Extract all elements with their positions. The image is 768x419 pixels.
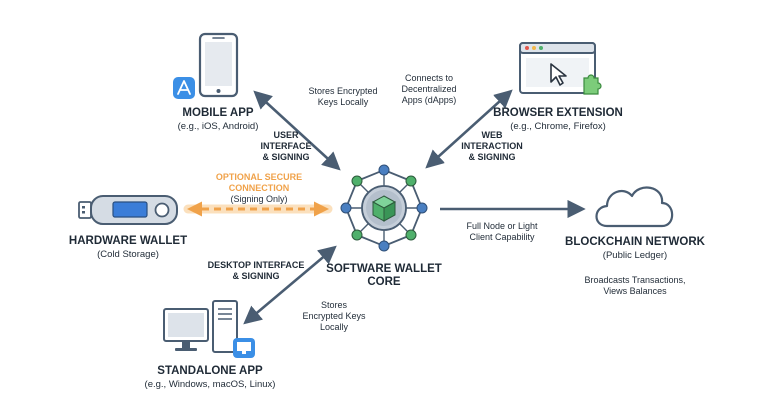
hardware-edge-label-line3: (Signing Only) <box>230 194 287 204</box>
standalone-edge-note-line3: Locally <box>320 322 349 332</box>
blockchain-note-line1: Broadcasts Transactions, <box>584 275 685 285</box>
usb-hardware-wallet-icon <box>78 195 178 225</box>
browser-edge-label-line3: & SIGNING <box>468 152 515 162</box>
browser-edge-label-line2: INTERACTION <box>461 141 523 151</box>
browser-edge-note-line1: Connects to <box>405 73 453 83</box>
browser-edge-label-line1: WEB <box>482 130 503 140</box>
monitor-badge-icon <box>233 338 255 358</box>
edge-standalone-core <box>243 245 337 325</box>
edge-browser-core <box>425 89 513 169</box>
standalone-edge-note-line2: Encrypted Keys <box>302 311 366 321</box>
mobile-app-title: MOBILE APP <box>182 107 253 119</box>
blockchain-note-line2: Views Balances <box>603 286 667 296</box>
hardware-edge-label-line1: OPTIONAL SECURE <box>216 172 302 182</box>
hardware-wallet-title: HARDWARE WALLET <box>69 235 187 247</box>
blockchain-edge-label-line2: Client Capability <box>469 232 535 242</box>
standalone-app-title: STANDALONE APP <box>157 365 263 377</box>
standalone-app-subtitle: (e.g., Windows, macOS, Linux) <box>145 379 276 390</box>
browser-edge-note-line2: Decentralized <box>401 84 456 94</box>
standalone-edge-label-line1: DESKTOP INTERFACE <box>208 260 305 270</box>
standalone-edge-label-line2: & SIGNING <box>232 271 279 281</box>
mobile-edge-note-line2: Keys Locally <box>318 97 369 107</box>
hardware-edge-label-line2: CONNECTION <box>229 183 290 193</box>
blockchain-network-subtitle: (Public Ledger) <box>603 250 667 261</box>
puzzle-extension-icon <box>583 74 602 95</box>
mobile-edge-label-line3: & SIGNING <box>262 152 309 162</box>
browser-edge-note-line3: Apps (dApps) <box>402 95 457 105</box>
browser-extension-subtitle: (e.g., Chrome, Firefox) <box>510 121 606 132</box>
mobile-edge-label-line2: INTERFACE <box>260 141 311 151</box>
core-title-line1: SOFTWARE WALLET <box>326 263 442 275</box>
mobile-edge-note-line1: Stores Encrypted <box>308 86 377 96</box>
software-wallet-core-node <box>340 164 428 252</box>
hardware-wallet-subtitle: (Cold Storage) <box>97 249 159 260</box>
smartphone-icon <box>198 32 239 98</box>
app-store-icon <box>173 77 195 99</box>
core-title-line2: CORE <box>367 276 401 288</box>
desktop-computer-icon <box>163 300 238 353</box>
edge-mobile-core <box>253 90 341 171</box>
standalone-edge-note-line1: Stores <box>321 300 348 310</box>
cloud-icon <box>595 186 674 228</box>
cursor-icon <box>550 63 567 86</box>
blockchain-edge-label-line1: Full Node or Light <box>466 221 538 231</box>
browser-extension-title: BROWSER EXTENSION <box>493 107 623 119</box>
mobile-app-subtitle: (e.g., iOS, Android) <box>178 121 259 132</box>
mobile-edge-label-line1: USER <box>273 130 299 140</box>
cube-icon <box>371 195 397 222</box>
blockchain-network-title: BLOCKCHAIN NETWORK <box>565 236 706 248</box>
